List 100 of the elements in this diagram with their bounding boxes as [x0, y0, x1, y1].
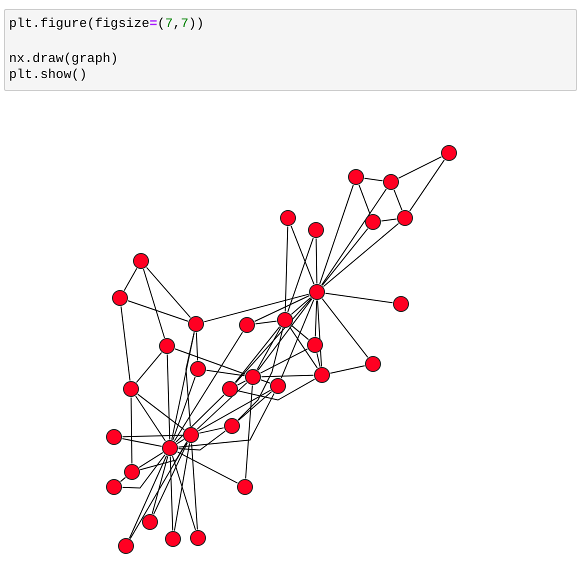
- graph-edge: [358, 184, 370, 215]
- graph-node: [112, 290, 128, 306]
- graph-node: [183, 427, 199, 443]
- graph-edge: [174, 348, 246, 375]
- graph-edge: [409, 160, 445, 212]
- graph-edge: [398, 156, 442, 179]
- graph-edge: [256, 326, 282, 370]
- graph-node: [270, 378, 286, 394]
- graph-edge: [196, 332, 198, 361]
- graph-edge: [322, 298, 368, 358]
- graph-edge: [130, 442, 188, 540]
- graph-edge: [380, 218, 398, 222]
- graph-edge: [206, 370, 246, 376]
- code-line: nx.draw(graph): [9, 51, 118, 67]
- graph-node: [106, 429, 122, 445]
- graph-edge: [238, 391, 272, 421]
- graph-edge: [261, 374, 314, 378]
- graph-edge: [234, 326, 280, 383]
- graph-edge: [178, 430, 226, 451]
- graph-edge: [152, 456, 168, 514]
- graph-edge: [186, 332, 195, 428]
- graph-edge: [178, 393, 275, 448]
- graph-edge: [324, 292, 394, 304]
- graph-node: [124, 464, 140, 480]
- graph-edge: [124, 268, 138, 292]
- graph-edge: [120, 306, 130, 382]
- graph-edge: [135, 396, 166, 442]
- graph-edge: [394, 189, 402, 211]
- graph-edge: [235, 298, 312, 384]
- graph-edge: [142, 268, 166, 338]
- graph-edge: [172, 376, 196, 440]
- graph-node: [142, 514, 158, 530]
- graph-node: [106, 479, 122, 495]
- graph-edge: [314, 300, 318, 337]
- graph-node: [190, 361, 206, 377]
- code-line: plt.figure(figsize=(7,7)): [9, 16, 204, 32]
- graph-edge: [254, 320, 278, 324]
- graph-edge: [238, 328, 284, 420]
- graph-node: [280, 210, 296, 226]
- graph-edge: [196, 382, 248, 430]
- graph-edge: [323, 222, 399, 288]
- graph-edge: [237, 380, 246, 386]
- graph-edge: [280, 299, 314, 379]
- graph-node: [159, 338, 175, 354]
- graph-node: [222, 381, 238, 397]
- graph-edge: [122, 434, 183, 438]
- graph-node: [224, 418, 240, 434]
- graph-edge: [291, 324, 309, 340]
- graph-edge: [316, 238, 318, 284]
- graph-edge: [174, 442, 190, 532]
- graph-edge: [287, 238, 314, 312]
- graph-edge: [146, 266, 191, 318]
- graph-node: [237, 479, 253, 495]
- graph-edge: [136, 352, 162, 383]
- graph-edge: [130, 397, 132, 464]
- graph-edge: [122, 438, 162, 447]
- graph-edge: [258, 298, 312, 371]
- graph-node: [118, 538, 134, 554]
- graph-node: [314, 367, 330, 383]
- graph-node: [309, 284, 325, 300]
- graph-edge: [138, 452, 164, 468]
- graph-edge: [284, 226, 288, 312]
- graph-edge: [153, 442, 188, 515]
- graph-edge: [289, 326, 318, 368]
- graph-node: [397, 210, 413, 226]
- graph-node: [308, 222, 324, 238]
- graph-node: [441, 145, 457, 161]
- code-line: plt.show(): [9, 67, 88, 83]
- graph-node: [307, 337, 323, 353]
- graph-edge: [128, 455, 168, 539]
- graph-node: [188, 316, 204, 332]
- graph-edge: [166, 354, 170, 440]
- graph-edge: [321, 188, 387, 286]
- graph-node: [245, 369, 261, 385]
- graph-edge: [122, 454, 166, 488]
- graph-edge: [172, 456, 196, 530]
- graph-node: [190, 530, 206, 546]
- graph-edge: [317, 300, 322, 368]
- graph-edge: [176, 394, 224, 443]
- graph-edge: [319, 184, 354, 284]
- graph-edge: [191, 442, 198, 530]
- graph-edge: [170, 456, 174, 531]
- graph-edge: [128, 300, 188, 322]
- graph-edge: [198, 390, 272, 432]
- graph-edge: [364, 178, 384, 182]
- graph-node: [162, 440, 178, 456]
- graph-edge: [254, 295, 310, 322]
- graph-edge: [245, 384, 253, 480]
- graph-node: [383, 174, 399, 190]
- graph-edge: [238, 378, 316, 401]
- graph-node: [348, 169, 364, 185]
- graph-node: [239, 317, 255, 333]
- graph-edge: [260, 348, 308, 374]
- graph-edge: [198, 427, 224, 434]
- graph-node: [277, 312, 293, 328]
- graph-edge: [177, 451, 238, 484]
- graph-edge: [120, 476, 126, 482]
- graph-edge: [140, 442, 188, 470]
- graph-edge: [290, 297, 312, 315]
- graph-node: [123, 381, 139, 397]
